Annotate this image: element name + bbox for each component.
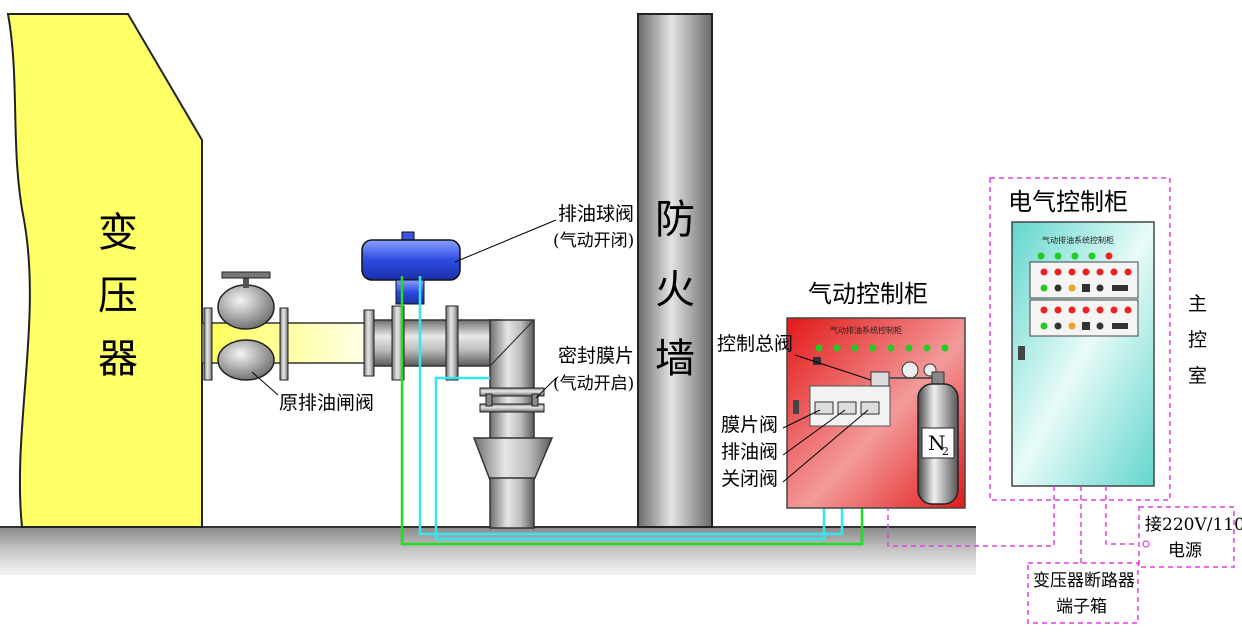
breaker-terminal-line2: 端子箱 — [1056, 597, 1107, 617]
n2-cylinder: N 2 — [917, 371, 959, 505]
drain-valve-label: 排油阀 — [721, 441, 778, 463]
svg-text:2: 2 — [942, 445, 949, 458]
pipe-elbow — [489, 319, 535, 441]
svg-text:控: 控 — [1188, 329, 1207, 351]
power-terminal — [1142, 540, 1150, 548]
pneumatic-cabinet-title: 气动控制柜 — [808, 280, 928, 308]
power-supply-line2: 电源 — [1168, 541, 1202, 561]
pneumatic-indicator-lights — [815, 344, 949, 352]
seal-membrane-label: 密封膜片 — [558, 345, 634, 367]
svg-text:器: 器 — [98, 336, 138, 382]
dashed-wiring — [887, 486, 1138, 563]
firewall — [637, 13, 713, 528]
firewall-label: 防 火 墙 — [655, 197, 695, 382]
seal-membrane-flange — [479, 387, 545, 413]
electric-cabinet-title: 电气控制柜 — [1008, 188, 1128, 216]
electric-panel-title: 气动排油系统控制柜 — [1042, 235, 1114, 245]
svg-text:主: 主 — [1188, 293, 1207, 315]
main-room-label: 主 控 室 — [1188, 293, 1207, 387]
electric-cabinet-handle — [1018, 346, 1025, 360]
svg-text:墙: 墙 — [655, 336, 695, 382]
solenoid-valves — [814, 401, 880, 415]
breaker-terminal-line1: 变压器断路器 — [1033, 571, 1135, 591]
drain-funnel — [472, 437, 554, 481]
original-valve-label: 原排油闸阀 — [279, 392, 374, 414]
master-valve — [870, 361, 938, 387]
ball-valve-actuator — [361, 231, 461, 305]
drain-down-pipe — [489, 477, 535, 529]
power-supply-line1: 接220V/110V — [1145, 515, 1242, 535]
pneumatic-panel-title: 气动排油系统控制柜 — [830, 325, 902, 335]
main-pipe — [371, 319, 501, 367]
original-gate-valve — [203, 271, 289, 381]
electric-panel-upper — [1029, 261, 1139, 299]
svg-text:压: 压 — [98, 273, 138, 319]
power-supply-box — [1138, 506, 1235, 568]
electric-cabinet-boundary — [989, 177, 1171, 501]
svg-text:火: 火 — [655, 267, 695, 313]
svg-text:变: 变 — [98, 210, 138, 256]
pneumatic-cabinet-handle — [793, 400, 799, 414]
master-valve-label: 控制总阀 — [717, 333, 793, 355]
breaker-terminal-box — [1027, 562, 1139, 624]
svg-text:室: 室 — [1188, 365, 1207, 387]
seal-membrane-note: (气动开启) — [553, 374, 634, 394]
svg-text:N: N — [928, 431, 946, 455]
svg-text:防: 防 — [655, 197, 695, 243]
transformer-body — [6, 13, 203, 528]
ball-valve-label: 排油球阀 — [558, 203, 634, 225]
membrane-valve-label: 膜片阀 — [721, 414, 778, 436]
electric-panel-lower — [1029, 299, 1139, 337]
close-valve-label: 关闭阀 — [721, 468, 778, 490]
pneumatic-cabinet-switch — [813, 357, 821, 365]
electric-top-lights — [1037, 252, 1113, 260]
transformer-label: 变 压 器 — [98, 210, 138, 382]
ball-valve-note: (气动开闭) — [553, 231, 634, 251]
